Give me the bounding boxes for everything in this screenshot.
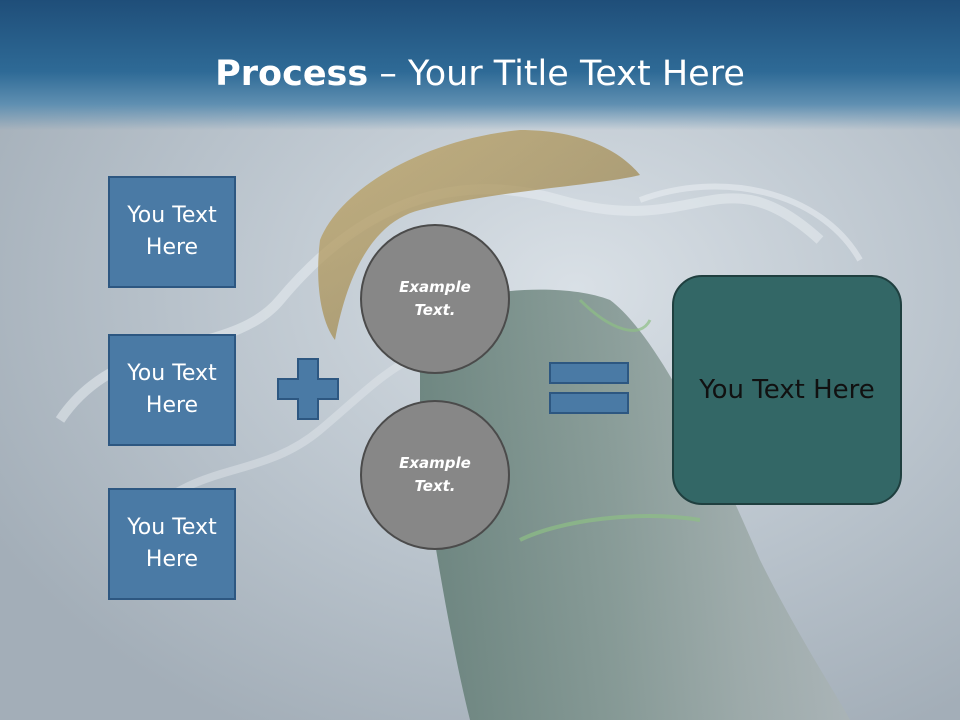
input-box-1[interactable]: You Text Here bbox=[108, 176, 236, 288]
slide-title[interactable]: Process – Your Title Text Here bbox=[0, 50, 960, 98]
example-circle-1[interactable]: Example Text. bbox=[360, 224, 510, 374]
title-bar bbox=[0, 0, 960, 130]
example-circle-2[interactable]: Example Text. bbox=[360, 400, 510, 550]
circle-label: Example Text. bbox=[399, 278, 471, 319]
input-box-label: You Text Here bbox=[127, 361, 217, 418]
circle-label: Example Text. bbox=[399, 454, 471, 495]
result-box[interactable]: You Text Here bbox=[672, 275, 902, 505]
input-box-3[interactable]: You Text Here bbox=[108, 488, 236, 600]
input-box-label: You Text Here bbox=[127, 203, 217, 260]
input-box-2[interactable]: You Text Here bbox=[108, 334, 236, 446]
equals-icon bbox=[549, 362, 629, 414]
result-label: You Text Here bbox=[699, 375, 875, 405]
plus-icon bbox=[277, 358, 339, 420]
input-box-label: You Text Here bbox=[127, 515, 217, 572]
title-rest: – Your Title Text Here bbox=[368, 54, 745, 94]
title-bold: Process bbox=[215, 54, 369, 94]
